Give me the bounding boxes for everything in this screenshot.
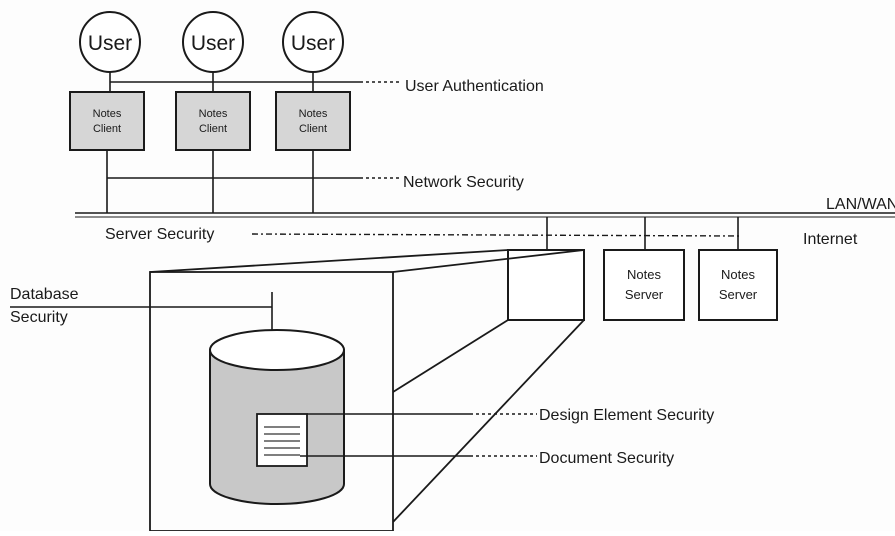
- server-label-line1: Notes: [721, 267, 755, 282]
- user-label: User: [88, 32, 132, 55]
- client-label-line1: Notes: [299, 108, 328, 120]
- lan-wan-bus: [75, 212, 895, 218]
- document-security-callout: Document Security: [300, 450, 674, 467]
- notes-client-1: Notes Client: [69, 91, 145, 151]
- notes-server-1: Notes Server: [603, 249, 685, 321]
- notes-client-2: Notes Client: [175, 91, 251, 151]
- client-label-line2: Client: [199, 123, 227, 135]
- user-node-3: User: [282, 11, 344, 73]
- database-security-label-line1: Database: [10, 286, 79, 303]
- network-security-callout: Network Security: [107, 174, 524, 191]
- user-node-1: User: [79, 11, 141, 73]
- design-element-security-callout: Design Element Security: [307, 407, 714, 424]
- user-label: User: [291, 32, 335, 55]
- client-label-line1: Notes: [199, 108, 228, 120]
- client-label-line2: Client: [93, 123, 121, 135]
- client-label-line2: Client: [299, 123, 327, 135]
- notes-server-2: Notes Server: [698, 249, 778, 321]
- internet-label: Internet: [803, 231, 858, 248]
- user-authentication-callout: User Authentication: [110, 78, 544, 95]
- network-security-label: Network Security: [403, 174, 524, 191]
- server-label-line2: Server: [719, 287, 758, 302]
- user-label: User: [191, 32, 235, 55]
- design-element-security-label: Design Element Security: [539, 407, 714, 424]
- document-security-label: Document Security: [539, 450, 674, 467]
- user-node-2: User: [182, 11, 244, 73]
- document-icon: [256, 413, 308, 467]
- server-security-callout: Server Security: [105, 226, 741, 243]
- client-label-line1: Notes: [93, 108, 122, 120]
- lan-wan-label: LAN/WAN: [826, 196, 895, 213]
- expanded-server-box: [507, 249, 585, 321]
- client-network-connectors: [106, 150, 314, 213]
- database-security-callout: Database Security: [10, 286, 273, 346]
- server-security-label: Server Security: [105, 226, 214, 243]
- database-security-label-line2: Security: [10, 309, 68, 326]
- user-authentication-label: User Authentication: [405, 78, 544, 95]
- server-label-line2: Server: [625, 287, 664, 302]
- server-connectors: [546, 217, 739, 250]
- notes-client-3: Notes Client: [275, 91, 351, 151]
- server-label-line1: Notes: [627, 267, 661, 282]
